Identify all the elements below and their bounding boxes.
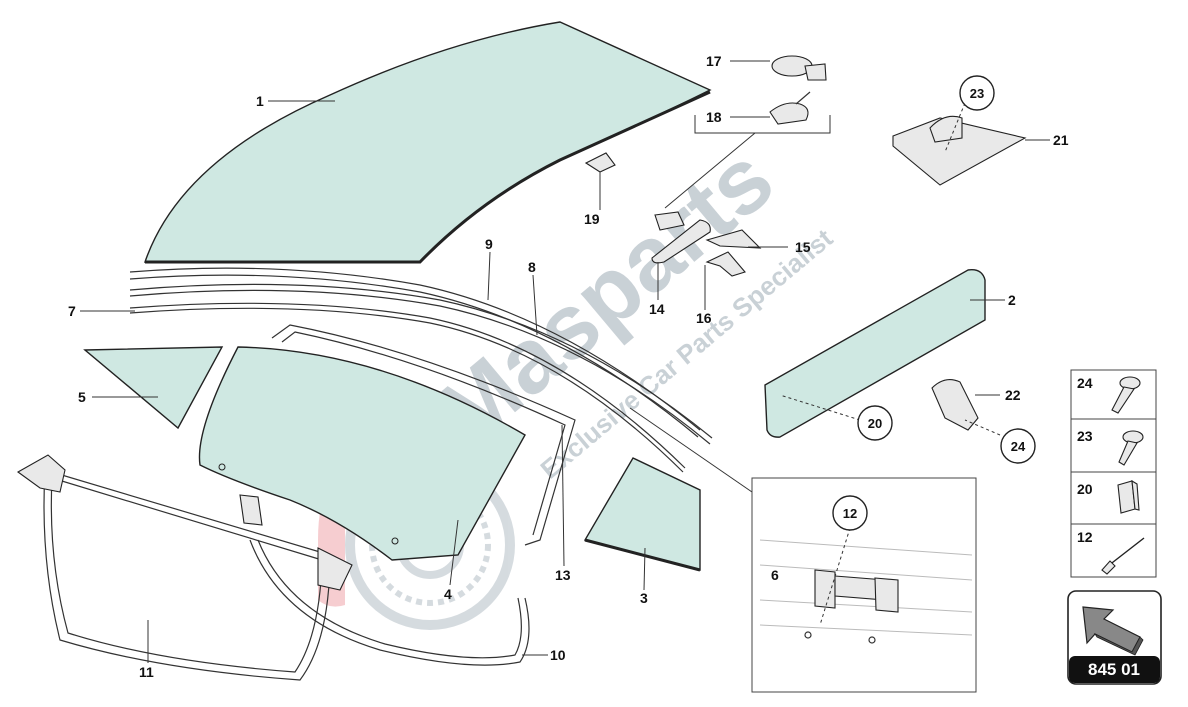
part-2-glass-panel bbox=[764, 269, 986, 438]
page-code: 845 01 bbox=[1088, 660, 1140, 679]
label-16: 16 bbox=[696, 310, 712, 326]
part-17-cap bbox=[771, 55, 827, 81]
svg-text:20: 20 bbox=[868, 416, 882, 431]
label-22: 22 bbox=[1005, 387, 1021, 403]
part-11-door-seal bbox=[16, 454, 353, 681]
label-6: 6 bbox=[771, 567, 779, 583]
part-19-clip bbox=[584, 152, 616, 173]
label-19: 19 bbox=[584, 211, 600, 227]
svg-text:23: 23 bbox=[970, 86, 984, 101]
legend-num-12: 12 bbox=[1077, 529, 1093, 545]
bolt-icon bbox=[1111, 376, 1141, 414]
part-3-rear-quarter-glass bbox=[583, 457, 701, 572]
part-4-door-glass bbox=[198, 346, 526, 561]
part-5-quarter-glass bbox=[83, 346, 224, 430]
part-10-lower-seal bbox=[249, 539, 530, 666]
part-16-mirror-cover bbox=[705, 251, 746, 277]
part-7-strip bbox=[129, 302, 686, 473]
part-1-rear-glass bbox=[144, 21, 712, 264]
block-icon bbox=[1117, 479, 1140, 514]
label-2: 2 bbox=[1008, 292, 1016, 308]
callout-12: 12 bbox=[832, 495, 868, 531]
label-14: 14 bbox=[649, 301, 665, 317]
part-21-bracket bbox=[892, 115, 1027, 186]
part-15-mirror-bracket bbox=[705, 229, 762, 249]
label-5: 5 bbox=[78, 389, 86, 405]
svg-text:24: 24 bbox=[1011, 439, 1026, 454]
label-18: 18 bbox=[706, 109, 722, 125]
callout-23: 23 bbox=[959, 75, 995, 111]
part-8-strip bbox=[129, 283, 713, 445]
label-15: 15 bbox=[795, 239, 811, 255]
legend-num-23: 23 bbox=[1077, 428, 1093, 444]
label-9: 9 bbox=[485, 236, 493, 252]
label-8: 8 bbox=[528, 259, 536, 275]
callout-20: 20 bbox=[857, 405, 893, 441]
legend-num-20: 20 bbox=[1077, 481, 1093, 497]
part-22-clip bbox=[931, 379, 979, 431]
callout-24: 24 bbox=[1000, 428, 1036, 464]
part-labels: 1 2 3 4 5 6 7 8 9 10 11 13 14 15 16 17 1… bbox=[68, 53, 1069, 680]
part-13-frame-seal bbox=[271, 324, 576, 546]
svg-text:12: 12 bbox=[843, 506, 857, 521]
legend-num-24: 24 bbox=[1077, 375, 1093, 391]
label-21: 21 bbox=[1053, 132, 1069, 148]
label-10: 10 bbox=[550, 647, 566, 663]
label-11: 11 bbox=[139, 664, 154, 680]
part-14-interior-mirror bbox=[651, 211, 711, 264]
arrow-icon bbox=[1082, 606, 1144, 656]
leader-lines bbox=[80, 60, 1050, 663]
rivet-icon bbox=[1101, 537, 1145, 575]
part-9-strip bbox=[129, 267, 701, 438]
label-17: 17 bbox=[706, 53, 722, 69]
page-code-box: 845 01 bbox=[1067, 590, 1162, 685]
label-3: 3 bbox=[640, 590, 648, 606]
screw-icon bbox=[1118, 430, 1144, 466]
part-18-clip bbox=[769, 91, 811, 125]
fastener-legend: 24 23 20 12 bbox=[1070, 369, 1157, 578]
label-1: 1 bbox=[256, 93, 264, 109]
label-7: 7 bbox=[68, 303, 76, 319]
label-4: 4 bbox=[444, 586, 452, 602]
label-13: 13 bbox=[555, 567, 571, 583]
